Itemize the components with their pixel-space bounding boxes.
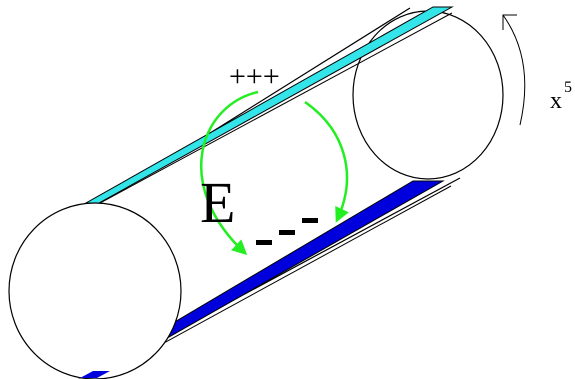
upper-stripe-edge (99, 12, 453, 204)
rotation-arrow-icon (502, 14, 517, 30)
minus-charge-3 (302, 218, 318, 223)
plus-charges-label: +++ (229, 60, 280, 93)
field-arrow-left (199, 90, 259, 256)
axis-label-x: x (550, 88, 562, 114)
lower-stripe-tip (80, 371, 110, 378)
minus-charge-1 (256, 240, 272, 245)
near-end-circle (8, 202, 182, 379)
minus-charge-2 (279, 230, 295, 235)
far-end-circle (352, 10, 504, 180)
upper-stripe (84, 6, 454, 204)
axis-superscript: 5 (564, 79, 572, 96)
field-arrow-right (304, 100, 349, 223)
rotation-arc (502, 14, 526, 126)
field-label-e: E (200, 170, 235, 235)
